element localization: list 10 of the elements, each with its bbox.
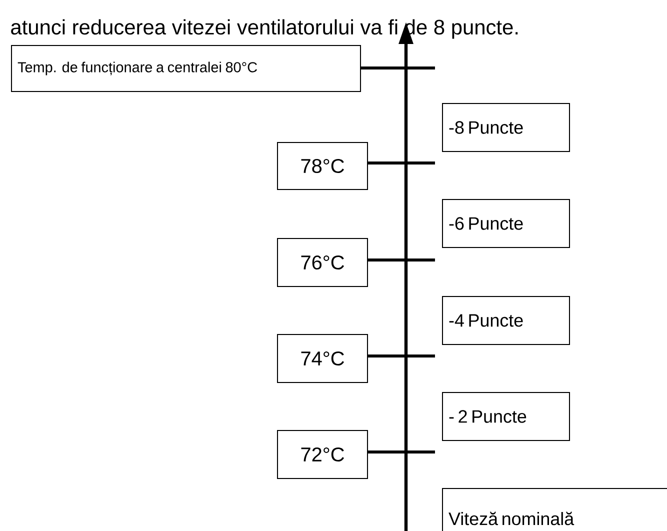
label-box: - 2 Puncte [442, 392, 570, 441]
label-box: -4 Puncte [442, 296, 570, 345]
label-box: -8 Puncte [442, 102, 570, 152]
label-box: -6 Puncte [442, 198, 570, 248]
label-box: 72°C [277, 430, 368, 479]
label-box: Viteză nominală [442, 488, 667, 531]
label-box: Temp. de funcționare a centralei 80°C [11, 45, 361, 92]
label-box: 74°C [277, 334, 368, 383]
label-box: 78°C [277, 142, 368, 190]
label-box: 76°C [277, 238, 368, 287]
